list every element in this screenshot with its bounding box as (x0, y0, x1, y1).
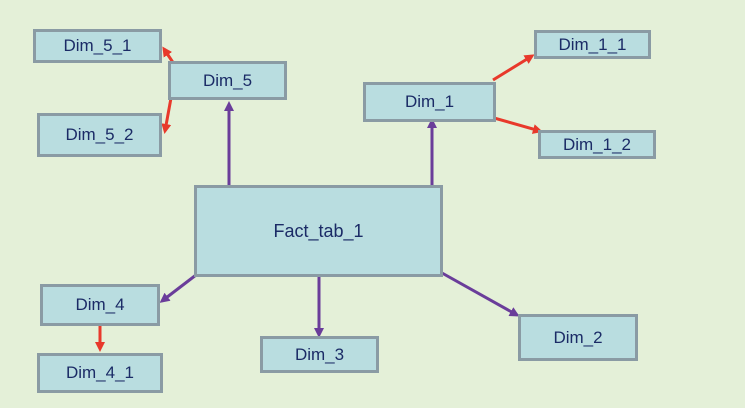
edge-dim-1-to-dim-1-1 (492, 54, 535, 82)
edge-fact-to-dim-2 (441, 271, 520, 317)
node-dim-4[interactable]: Dim_4 (40, 284, 160, 326)
edge-dim-5-to-dim-5-2 (161, 97, 173, 134)
edge-fact-to-dim-4 (159, 273, 197, 303)
node-dim-5-2[interactable]: Dim_5_2 (37, 113, 162, 157)
node-dim-1-1[interactable]: Dim_1_1 (534, 30, 651, 59)
node-dim-1[interactable]: Dim_1 (363, 82, 496, 122)
node-dim-5-1[interactable]: Dim_5_1 (33, 29, 162, 63)
node-dim-1-2[interactable]: Dim_1_2 (538, 130, 656, 159)
node-fact-tab-1[interactable]: Fact_tab_1 (194, 185, 443, 277)
node-dim-5[interactable]: Dim_5 (168, 61, 287, 100)
node-dim-2[interactable]: Dim_2 (518, 314, 638, 361)
node-dim-4-1[interactable]: Dim_4_1 (37, 353, 163, 393)
node-dim-3[interactable]: Dim_3 (260, 336, 379, 373)
